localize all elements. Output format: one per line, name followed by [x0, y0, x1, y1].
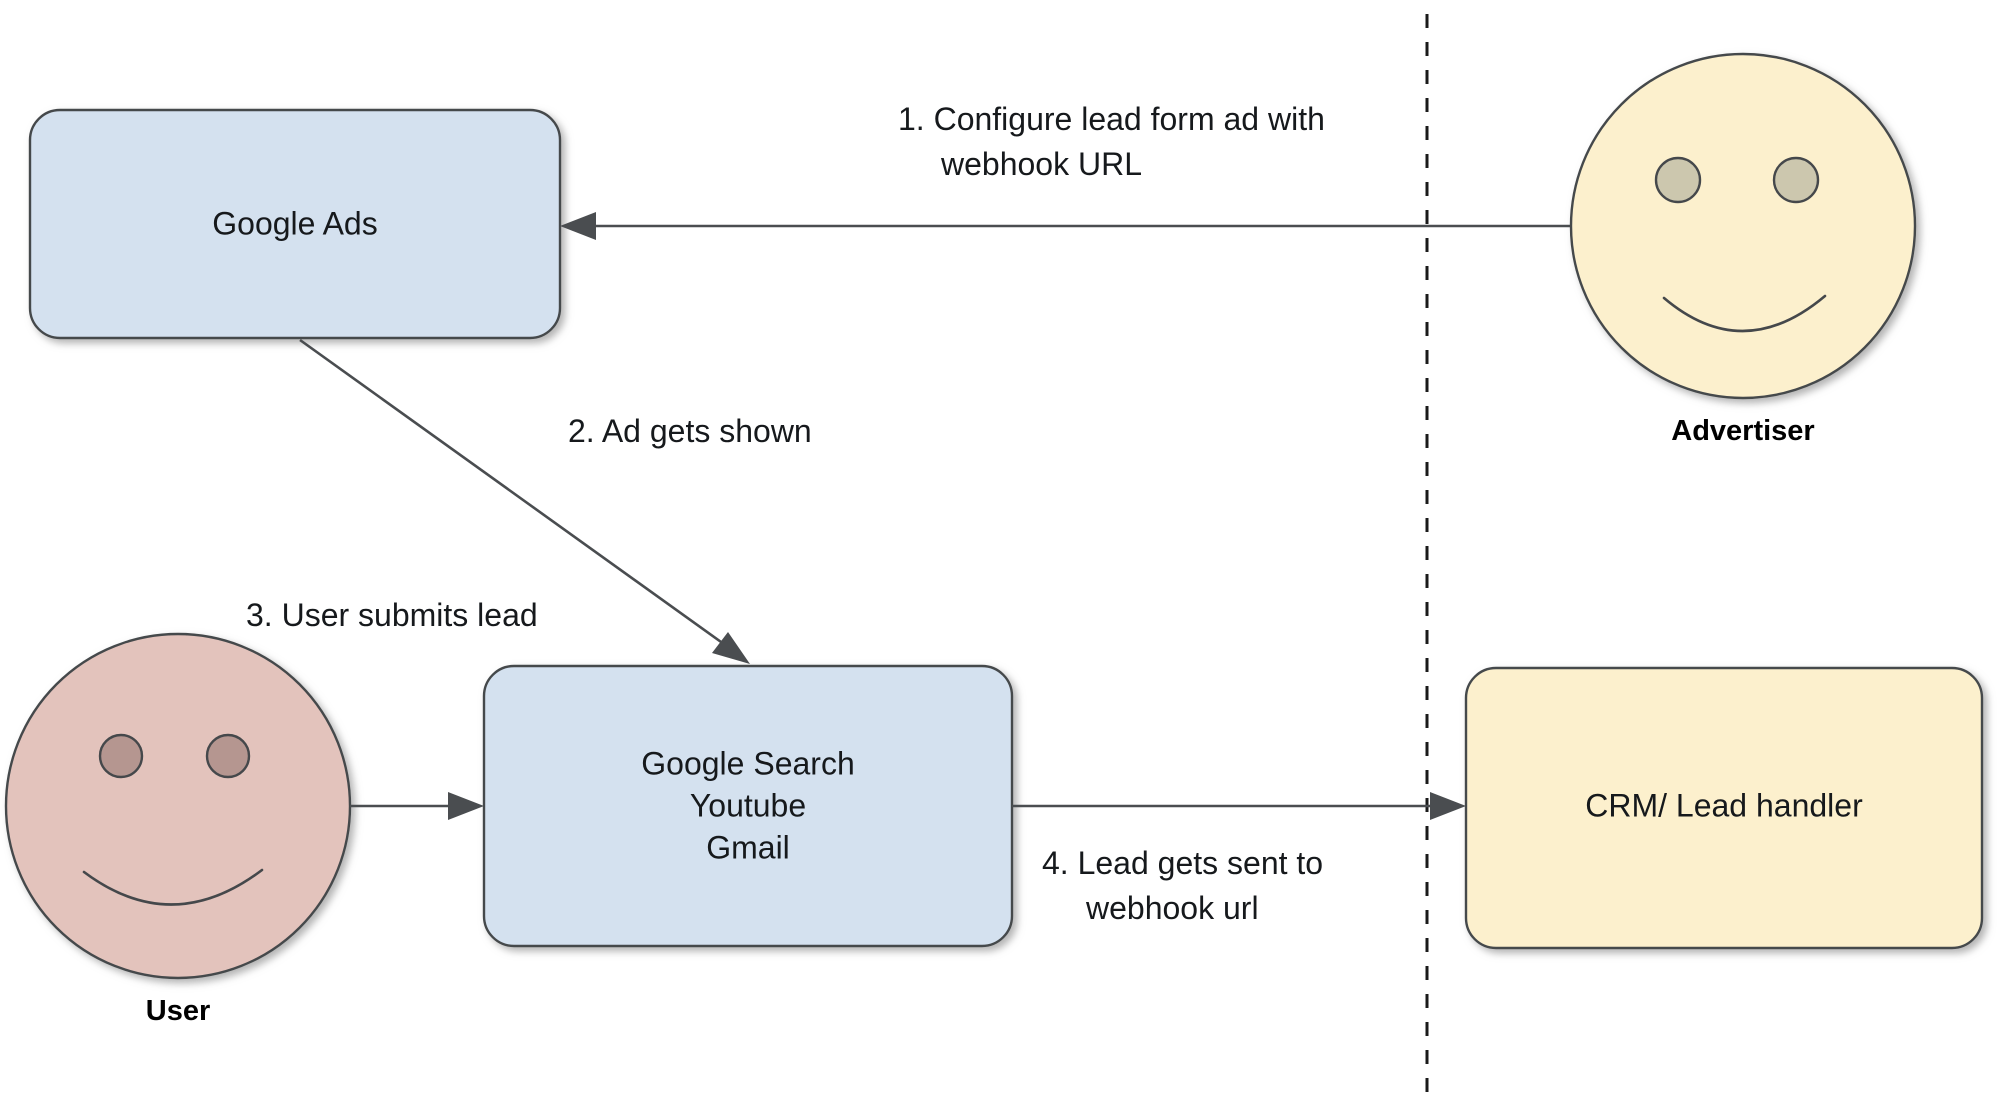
node-google-surfaces[interactable]: Google Search Youtube Gmail [482, 664, 1014, 948]
edge-3-arrowhead-icon [448, 792, 484, 820]
edge-4-label-line-1: 4. Lead gets sent to [1042, 845, 1323, 881]
edge-4-arrowhead-icon [1430, 792, 1466, 820]
advertiser-left-eye-icon [1654, 156, 1702, 204]
advertiser-right-eye-icon [1772, 156, 1820, 204]
actor-user-caption: User [146, 995, 211, 1027]
user-smile-icon [82, 868, 264, 906]
edge-1-label-line-1: 1. Configure lead form ad with [898, 101, 1325, 137]
edge-google-ads-to-surfaces: 2. Ad gets shown [299, 338, 812, 664]
node-google-ads[interactable]: Google Ads [28, 108, 562, 340]
node-crm-lead-handler[interactable]: CRM/ Lead handler [1464, 666, 1984, 950]
edge-1-label-line-2: webhook URL [940, 146, 1142, 182]
edge-4-label-line-2: webhook url [1085, 890, 1259, 926]
edge-2-arrowhead-icon [712, 632, 750, 664]
node-google-surfaces-line-2: Youtube [690, 787, 806, 823]
node-google-surfaces-line-3: Gmail [706, 829, 790, 865]
edge-user-to-surfaces: 3. User submits lead [246, 597, 538, 820]
user-face-icon [4, 632, 352, 980]
advertiser-smile-icon [1662, 294, 1827, 333]
advertiser-face-icon [1569, 52, 1917, 400]
user-left-eye-icon [98, 733, 144, 779]
edge-surfaces-to-crm: 4. Lead gets sent to webhook url [1012, 792, 1466, 926]
node-google-surfaces-line-1: Google Search [641, 745, 854, 781]
actor-user[interactable]: User [4, 632, 352, 1027]
edge-1-arrowhead-icon [560, 212, 596, 240]
edge-2-label-line-1: 2. Ad gets shown [568, 413, 812, 449]
edge-3-label-line-1: 3. User submits lead [246, 597, 538, 633]
user-right-eye-icon [205, 733, 251, 779]
actor-advertiser[interactable]: Advertiser [1569, 52, 1917, 447]
node-crm-label: CRM/ Lead handler [1585, 787, 1863, 823]
node-google-ads-label: Google Ads [212, 205, 377, 241]
edge-advertiser-to-google-ads: 1. Configure lead form ad with webhook U… [560, 101, 1570, 240]
actor-advertiser-caption: Advertiser [1671, 415, 1814, 447]
